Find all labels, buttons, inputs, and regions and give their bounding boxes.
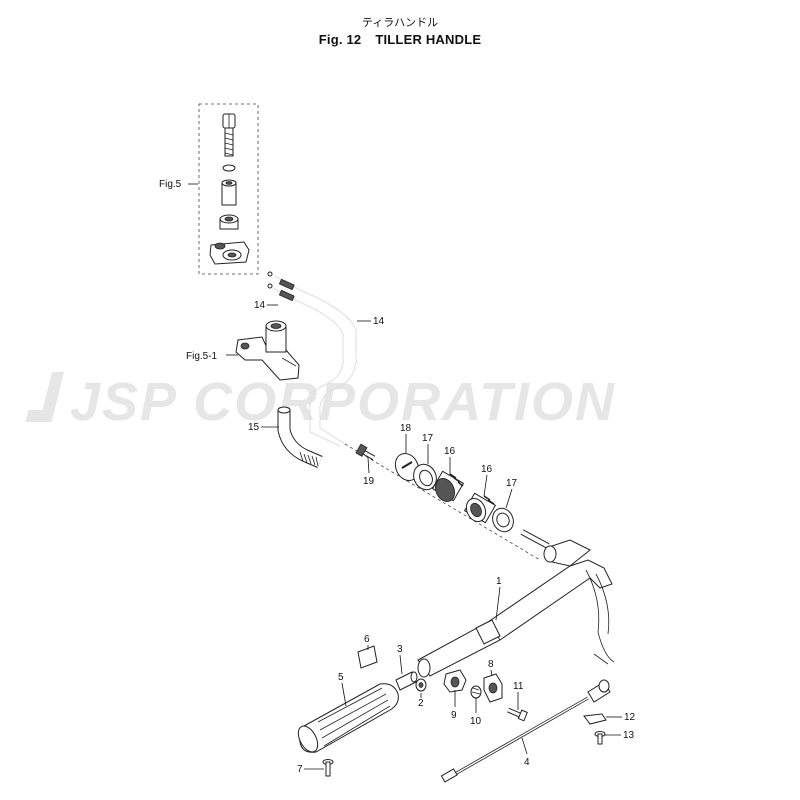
callout-6: 6: [364, 634, 370, 645]
grip-washer-part: [415, 678, 427, 692]
screw-part: [355, 443, 376, 461]
watermark-logo: [25, 372, 64, 422]
callout-16-right: 16: [481, 464, 493, 475]
throttle-grip-part: [297, 683, 399, 753]
friction-plate-part: [394, 452, 420, 482]
clamp-bolt-part: [507, 707, 528, 722]
diagram-title-english: TILLER HANDLE: [375, 32, 482, 47]
cam-plate-part: [209, 241, 250, 265]
callout-14-lower: 14: [373, 316, 385, 327]
watermark-text: JSP CORPORATION: [70, 372, 616, 432]
callout-4: 4: [524, 757, 530, 768]
assembly-centerline: [344, 443, 541, 561]
callout-13: 13: [623, 730, 635, 741]
diagram-title: Fig. 12 TILLER HANDLE: [0, 32, 800, 47]
washer-part: [222, 164, 236, 172]
callout-16-left: 16: [444, 446, 456, 457]
watermark: JSP CORPORATION: [25, 372, 616, 432]
callout-18: 18: [400, 423, 412, 434]
gear-part-right: [463, 492, 497, 524]
grip-screw-part: [322, 759, 334, 777]
throttle-cables: [267, 271, 357, 447]
fig5-1-reference-label: Fig.5-1: [186, 351, 218, 362]
gear-part-left: [431, 470, 465, 502]
fig5-1-bracket: [235, 320, 300, 381]
sleeve-part: [221, 179, 237, 206]
callout-8: 8: [488, 659, 494, 670]
shaft-pin: [520, 529, 550, 549]
cable-screw-part: [594, 731, 606, 745]
hose-part: [277, 406, 323, 468]
bolt-part: [222, 113, 236, 157]
friction-clamp-part: [483, 673, 503, 703]
grip-shaft-part: [395, 671, 418, 691]
bushing-washer-right: [492, 507, 514, 533]
callout-19: 19: [363, 476, 375, 487]
callout-11: 11: [513, 681, 524, 692]
callout-15: 15: [248, 422, 260, 433]
callouts: 1 2 3 4 5 6 7 8 9 10 11 12 13 14 14 15 1: [248, 300, 636, 775]
spring-part: [470, 685, 482, 699]
callout-2: 2: [418, 698, 424, 709]
throttle-cam-part: [443, 669, 467, 693]
fig5-reference-group: [198, 103, 259, 275]
tiller-handle-part: [417, 539, 615, 678]
callout-1: 1: [496, 576, 502, 587]
callout-3: 3: [397, 644, 403, 655]
callout-12: 12: [624, 712, 636, 723]
callout-14-upper: 14: [254, 300, 266, 311]
collar-part: [219, 214, 239, 230]
fig5-dashed-box: [198, 103, 259, 275]
stop-switch-cable-part: [440, 679, 611, 783]
callout-7: 7: [297, 764, 303, 775]
callout-5: 5: [338, 672, 344, 683]
callout-10: 10: [470, 716, 482, 727]
decal-part: [357, 645, 378, 669]
diagram-title-japanese: ティラハンドル: [361, 16, 439, 29]
callout-17-right: 17: [506, 478, 518, 489]
clip-part: [583, 713, 607, 725]
bushing-washer-left: [413, 463, 437, 491]
fig-number: Fig. 12: [318, 32, 362, 47]
reference-labels: Fig.5 Fig.5-1: [159, 179, 238, 362]
fig5-reference-label: Fig.5: [159, 179, 182, 190]
callout-17-left: 17: [422, 433, 434, 444]
callout-9: 9: [451, 710, 457, 721]
